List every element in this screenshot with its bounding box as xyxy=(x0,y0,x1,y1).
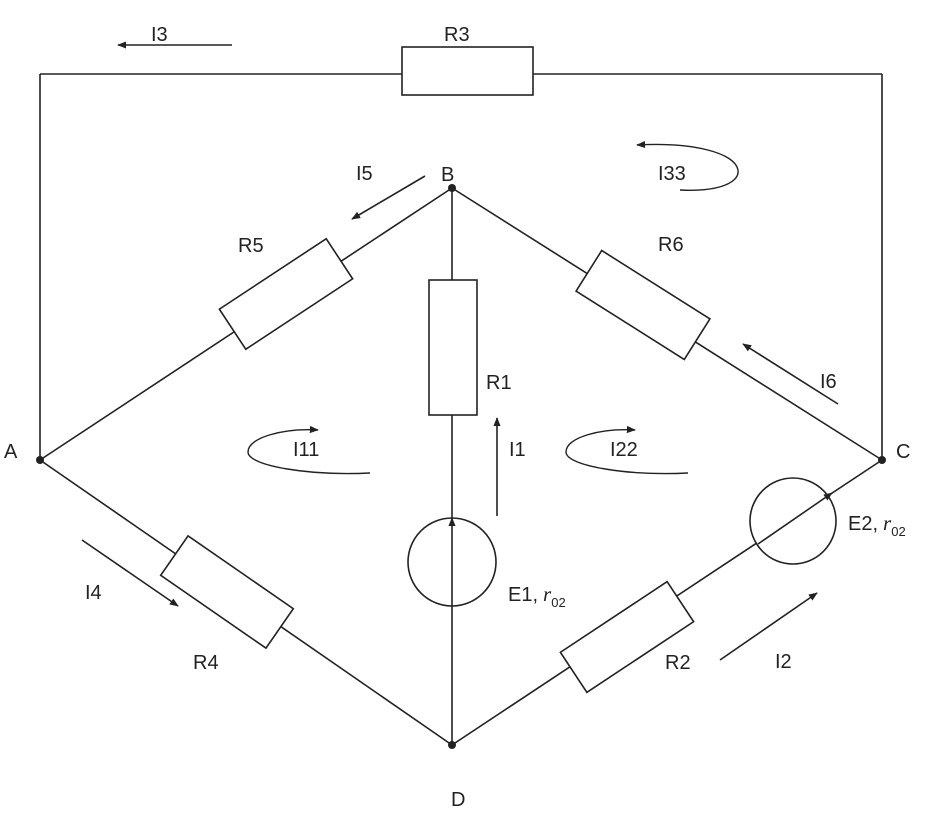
node-d-label: D xyxy=(451,789,465,811)
r4-label: R4 xyxy=(193,652,219,674)
current-i6-arrow xyxy=(742,343,839,405)
node-a-dot xyxy=(36,456,44,464)
loop-i11-arrow xyxy=(247,425,371,475)
current-i4-arrow xyxy=(81,539,179,607)
i33-label: I33 xyxy=(658,163,686,185)
branch-dc xyxy=(451,459,883,746)
branch-bc xyxy=(451,187,883,461)
source-e2 xyxy=(749,477,837,565)
node-b-label: B xyxy=(441,164,454,186)
current-i2-arrow xyxy=(719,592,818,661)
r1-label: R1 xyxy=(486,372,512,394)
resistor-r5 xyxy=(218,237,354,351)
resistor-r1 xyxy=(428,279,478,416)
loop-i22-arrow xyxy=(565,425,689,475)
node-d-dot xyxy=(448,741,456,749)
branch-ab xyxy=(39,187,453,461)
node-a-label: A xyxy=(4,441,18,463)
i2-label: I2 xyxy=(775,651,792,673)
resistor-r2 xyxy=(559,580,695,694)
source-e2-arrow xyxy=(757,492,833,545)
r2-label: R2 xyxy=(665,652,691,674)
node-c-label: C xyxy=(896,441,910,463)
i4-label: I4 xyxy=(85,582,102,604)
e2-label: E2,r02 xyxy=(848,511,906,539)
e1-label: E1,r02 xyxy=(508,582,566,610)
i22-label: I22 xyxy=(610,439,638,461)
node-b-dot xyxy=(448,184,456,192)
branch-ad xyxy=(39,459,453,746)
i3-label: I3 xyxy=(151,24,168,46)
loop-i33-arrow xyxy=(636,140,739,191)
i6-label: I6 xyxy=(820,371,837,393)
resistor-r4 xyxy=(159,534,295,650)
i11-label: I11 xyxy=(293,439,319,461)
r5-label: R5 xyxy=(238,235,264,257)
r3-label: R3 xyxy=(444,24,470,46)
r6-label: R6 xyxy=(658,234,684,256)
resistor-r3 xyxy=(401,46,534,96)
resistor-r6 xyxy=(574,249,712,361)
branch-bd xyxy=(407,188,497,745)
i1-label: I1 xyxy=(509,439,526,461)
i5-label: I5 xyxy=(356,163,373,185)
current-i5-arrow xyxy=(351,175,426,220)
node-c-dot xyxy=(878,456,886,464)
